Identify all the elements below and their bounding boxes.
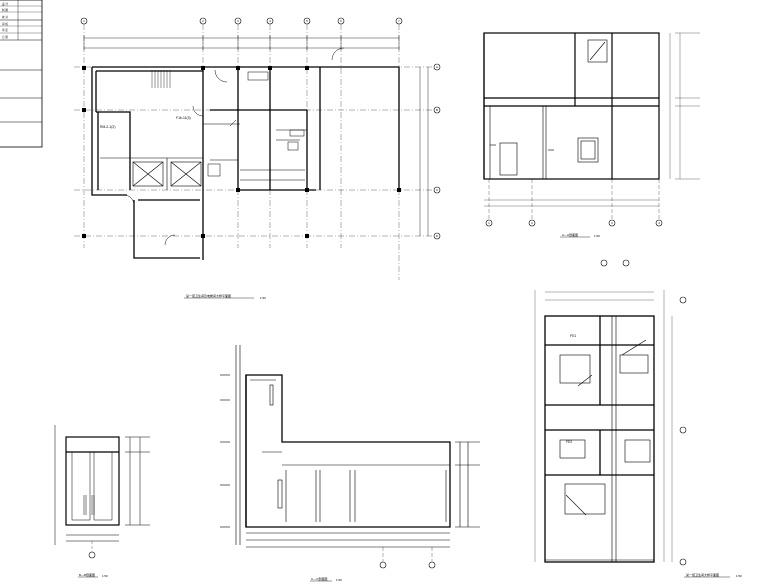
plan-right-room-1: FE1 [570, 334, 576, 338]
elev-a-bubble-3 [608, 219, 616, 227]
room-label-2: RM-2-1(2) [100, 125, 115, 129]
plan-right-bubble-1 [622, 259, 630, 267]
grid-bubble-A [433, 63, 441, 71]
elev-a-bubble-4 [655, 219, 663, 227]
grid-label-D: D [436, 234, 439, 238]
grid-label-B: B [436, 108, 438, 112]
elevation-c: C—C剖面图 1:50 [220, 345, 480, 582]
elev-c-bubble-2 [428, 561, 436, 569]
elevation-a: 1 2 3 4 A—A剖面图 1:50 [483, 32, 700, 238]
elev-c-scale: 1:50 [336, 578, 342, 582]
plan-right-bubble-5 [679, 558, 687, 566]
grid-label-5: 5 [306, 19, 308, 23]
plan-right-caption: 某一层卫生间大样平面图 [686, 572, 719, 577]
elev-a-grid-4: 4 [658, 221, 660, 225]
elev-a-grid-2: 2 [531, 221, 533, 225]
elev-a-bubble-1 [485, 219, 493, 227]
elev-a-caption: A—A剖面图 [562, 232, 578, 237]
grid-label-C: C [436, 188, 439, 192]
title-row-2: 制 图 [2, 8, 8, 12]
plan-top-caption: 某一层卫生间及电梯间大样平面图 [186, 293, 231, 298]
elev-b-bubble [88, 551, 96, 559]
title-row-3: 校 对 [2, 15, 8, 19]
title-row-1: 设 计 [2, 2, 8, 6]
plan-right-room-2: FE2 [566, 440, 572, 444]
plan-right-bubble-2 [600, 259, 608, 267]
elev-b-caption: B—B剖面图 [79, 572, 95, 577]
elev-a-grid-1: 1 [488, 221, 490, 225]
elev-c-caption: C—C剖面图 [311, 576, 327, 581]
grid-label-1: 1 [83, 19, 85, 23]
grid-bubble-D [433, 232, 441, 240]
elev-a-scale: 1:50 [594, 234, 600, 238]
plan-right-bubble-3 [679, 296, 687, 304]
plan-right-bubble-4 [679, 426, 687, 434]
elev-a-grid-3: 3 [611, 221, 613, 225]
elevation-b: B—B剖面图 1:50 [54, 425, 150, 578]
grid-label-7: 7 [398, 19, 400, 23]
title-row-5: 审 定 [2, 28, 8, 32]
title-row-4: 审 核 [2, 22, 8, 26]
plan-right: FE1 FE2 某一层卫生间大样平面图 1:50 [534, 259, 742, 578]
grid-label-A: A [436, 65, 438, 69]
grid-label-6: 6 [340, 19, 342, 23]
plan-right-scale: 1:50 [736, 574, 742, 578]
grid-bubble-C [433, 186, 441, 194]
grid-label-4: 4 [269, 19, 271, 23]
title-row-6: 日 期 [2, 35, 8, 39]
main-plan: 1 2 3 4 5 6 7 [74, 17, 441, 300]
elev-b-scale: 1:50 [102, 574, 108, 578]
grid-label-3: 3 [237, 19, 239, 23]
plan-top-scale: 1:50 [260, 296, 266, 300]
title-block: 设 计 制 图 校 对 审 核 审 定 日 期 [0, 0, 43, 148]
elev-a-bubble-2 [528, 219, 536, 227]
grid-bubble-B [433, 106, 441, 114]
elev-c-bubble-1 [379, 561, 387, 569]
room-label-1: F1b-11(3) [176, 116, 191, 120]
grid-label-2: 2 [202, 19, 204, 23]
